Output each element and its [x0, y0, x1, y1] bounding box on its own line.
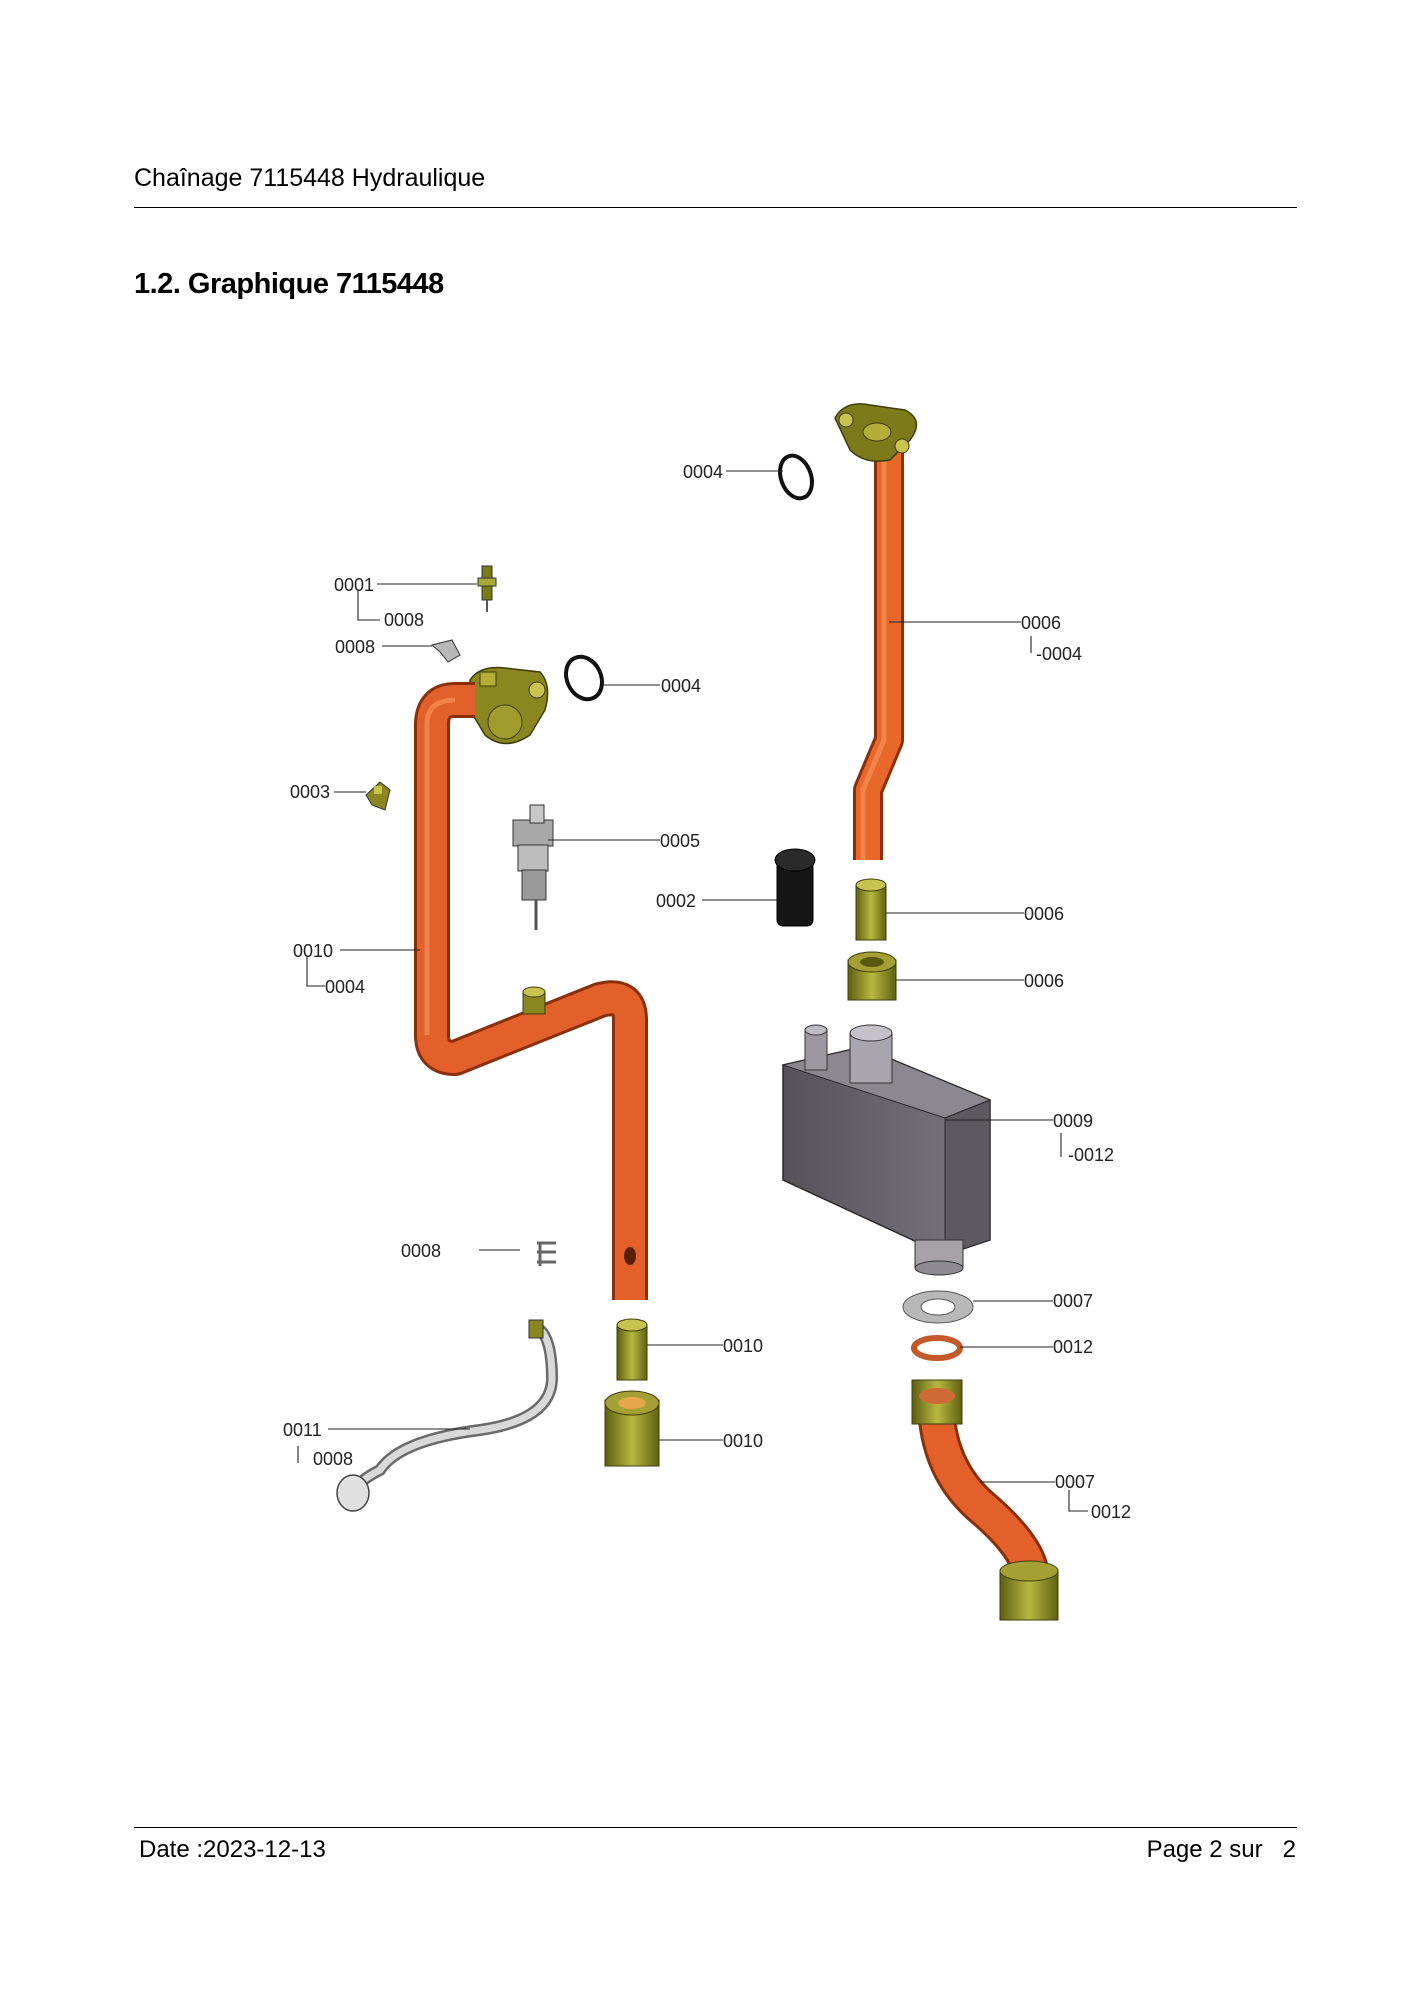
callout-label: 0004 [683, 462, 723, 482]
callout-label: 0006 [1024, 971, 1064, 991]
nut-right [847, 951, 897, 1001]
footer-page-number: Page 2 sur 2 [1146, 1836, 1296, 1863]
callout-label: -0012 [1068, 1145, 1114, 1165]
callout-label: 0004 [325, 977, 365, 997]
expansion-tank [781, 1024, 992, 1276]
o-ring-middle [564, 654, 604, 702]
flex-hose [336, 1319, 559, 1512]
callout-label: -0004 [1036, 644, 1082, 664]
callout-label: 0012 [1053, 1337, 1093, 1357]
sleeve-left [616, 1318, 648, 1381]
left-s-pipe [414, 682, 648, 1300]
callout-label: 0005 [660, 831, 700, 851]
document-header-title: Chaînage 7115448 Hydraulique [134, 164, 486, 192]
footer-divider [134, 1827, 1297, 1828]
callout-label: 0007 [1053, 1291, 1093, 1311]
nut-left [604, 1390, 660, 1467]
callout-label: 0008 [401, 1241, 441, 1261]
black-filter [774, 848, 816, 927]
leader-lines [297, 470, 1088, 1512]
callout-label: 0010 [723, 1336, 763, 1356]
washer-grey [902, 1290, 974, 1324]
callout-label: 0004 [661, 676, 701, 696]
clip-lower [537, 1241, 556, 1266]
callout-label: 0009 [1053, 1111, 1093, 1131]
callout-label: 0006 [1024, 904, 1064, 924]
callout-label: 0008 [384, 610, 424, 630]
callout-label: 0012 [1091, 1502, 1131, 1522]
lower-elbow-pipe [911, 1379, 1059, 1621]
o-ring-top [778, 453, 814, 501]
gasket-red [911, 1335, 963, 1361]
callout-label: 0010 [293, 941, 333, 961]
right-riser-pipe [853, 440, 904, 860]
callout-label: 0008 [335, 637, 375, 657]
section-title: 1.2. Graphique 7115448 [134, 268, 444, 300]
callout-label: 0002 [656, 891, 696, 911]
callout-label: 0006 [1021, 613, 1061, 633]
callout-label: 0003 [290, 782, 330, 802]
callout-label: 0001 [334, 575, 374, 595]
valve-body-fitting [469, 666, 549, 745]
air-vent-valve [477, 565, 497, 612]
clip-0003 [365, 781, 391, 811]
callout-label: 0007 [1055, 1472, 1095, 1492]
top-flange-fitting [834, 403, 918, 462]
callout-label: 0008 [313, 1449, 353, 1469]
callout-label: 0011 [283, 1420, 322, 1440]
callout-label: 0010 [723, 1431, 763, 1451]
header-divider [134, 207, 1297, 208]
clip-small-top [430, 639, 461, 663]
footer-date: Date :2023-12-13 [139, 1836, 326, 1863]
sleeve-right [855, 878, 887, 941]
drain-tap [512, 804, 554, 930]
pipe-stub-fitting [522, 986, 546, 1015]
